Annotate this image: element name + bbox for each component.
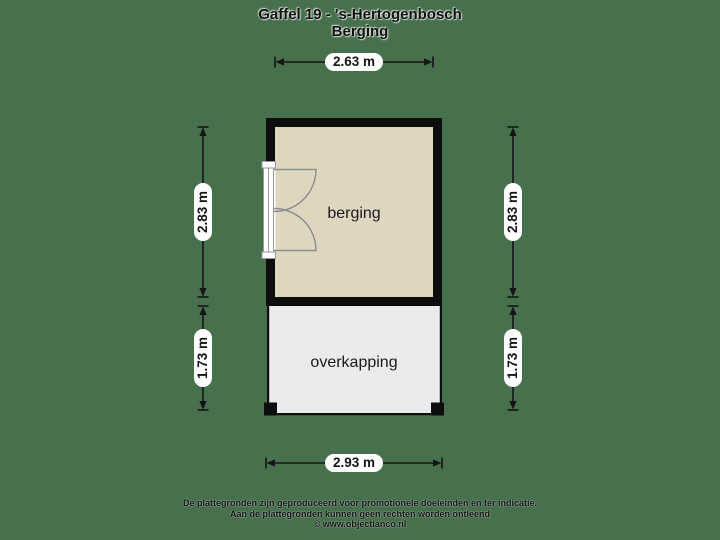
dimension-label-bottom-width: 2.93 m xyxy=(324,454,384,472)
door-leaf-top-swing xyxy=(273,168,317,213)
plan-title-subtitle: Berging xyxy=(331,23,389,40)
disclaimer-line-2: Aan de plattegronden kunnen geen rechten… xyxy=(229,508,491,519)
double-door xyxy=(261,161,317,259)
overkapping-left-edge xyxy=(267,306,270,415)
dimension-label-right-lower-height: 1.73 m xyxy=(504,328,522,388)
post-right xyxy=(431,402,444,416)
berging-room xyxy=(266,118,442,306)
disclaimer-line-3: © www.objectianco.nl xyxy=(313,519,407,529)
room-label-overkapping: overkapping xyxy=(310,354,398,371)
disclaimer-line-1: De plattegronden zijn geproduceerd voor … xyxy=(182,498,538,508)
plan-title: Gaffel 19 - 's-Hertogenbosch Berging xyxy=(0,6,720,40)
room-label-berging: berging xyxy=(327,205,381,222)
overkapping-area xyxy=(264,306,444,416)
berging-floor xyxy=(275,127,433,297)
door-leaf-bottom-swing xyxy=(273,207,317,252)
door-frame-cap-top xyxy=(261,161,276,169)
post-left xyxy=(264,402,277,416)
dimension-label-top-width: 2.63 m xyxy=(324,53,384,71)
overkapping-right-edge xyxy=(439,306,442,415)
door-frame-cap-bottom xyxy=(261,251,276,259)
dimension-label-left-lower-height: 1.73 m xyxy=(194,328,212,388)
overkapping-floor xyxy=(267,306,442,415)
overkapping-bottom-edge xyxy=(267,413,442,416)
dimension-label-right-upper-height: 2.83 m xyxy=(504,182,522,242)
plan-title-address: Gaffel 19 - 's-Hertogenbosch xyxy=(258,6,462,23)
dimension-label-left-upper-height: 2.83 m xyxy=(194,182,212,242)
disclaimer: De plattegronden zijn geproduceerd voor … xyxy=(0,498,720,530)
